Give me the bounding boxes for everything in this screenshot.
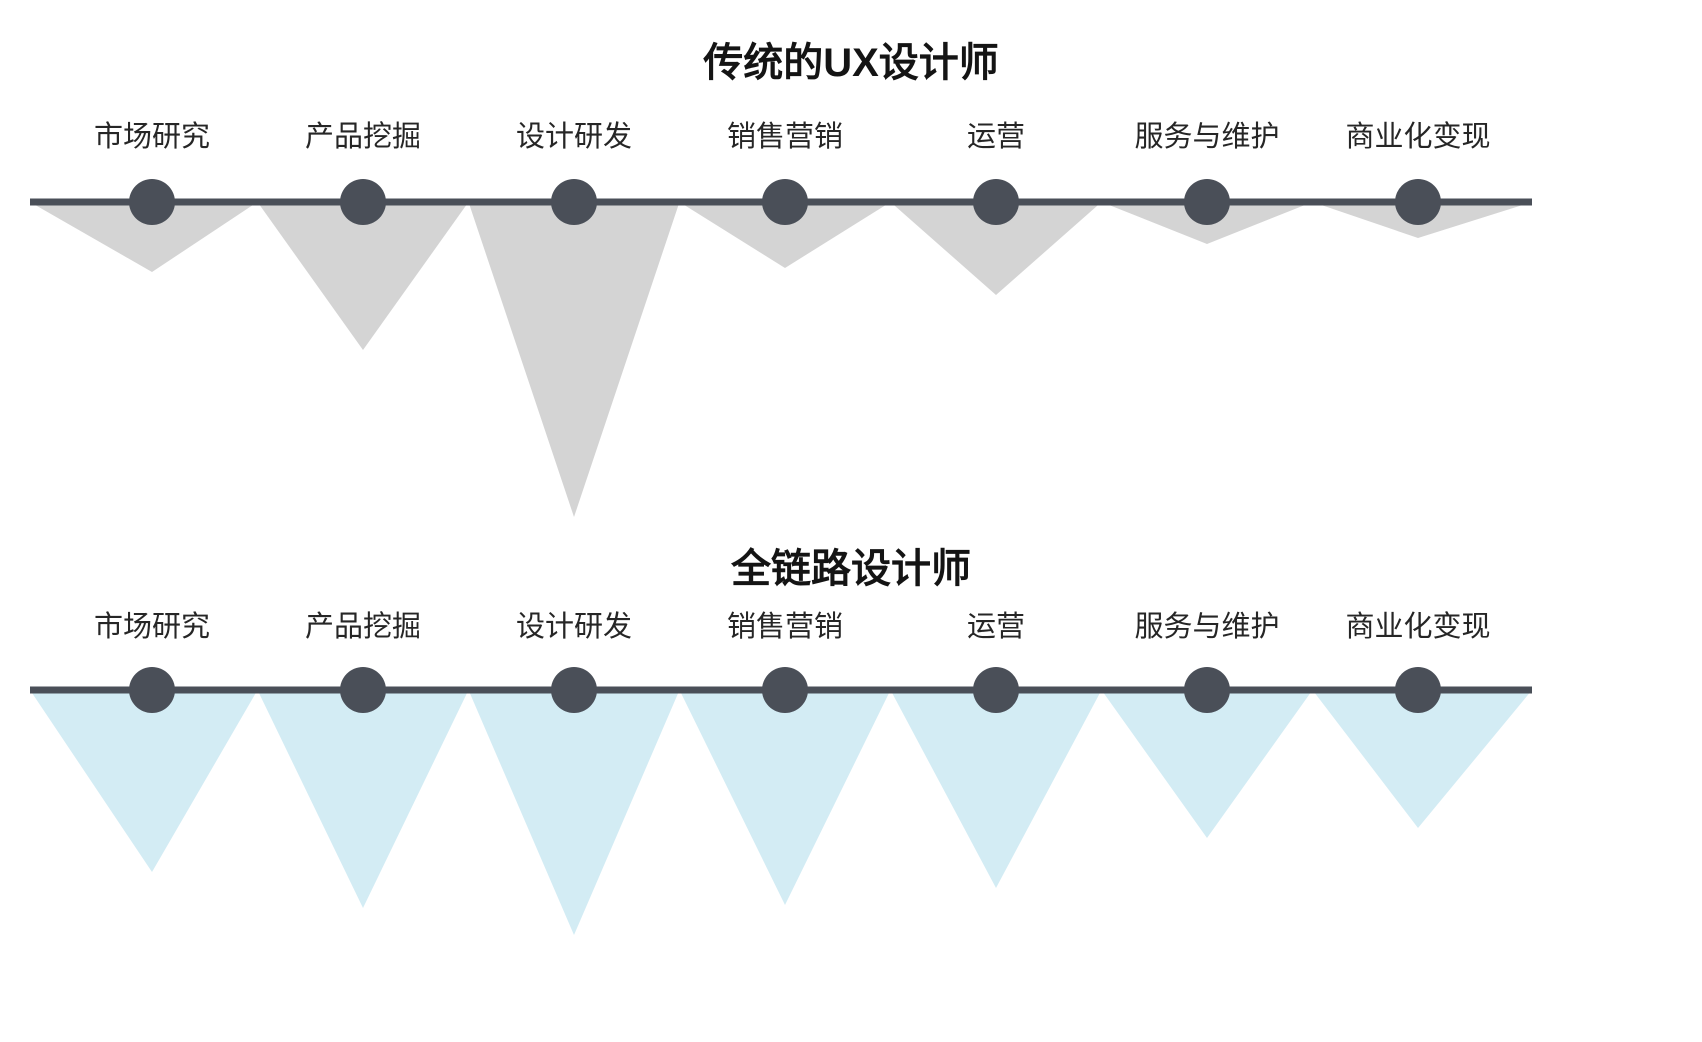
chart-traditional-ux: 市场研究 产品挖掘 设计研发 销售营销 运营 服务与维护 商业化变现 传统的UX设计师 xyxy=(0,0,1702,520)
stage-label-3: 设计研发 xyxy=(516,610,632,643)
stage-label-1: 市场研究 xyxy=(94,610,210,643)
stage-dot-5 xyxy=(973,179,1019,225)
stage-label-5: 运营 xyxy=(967,610,1025,643)
stage-dot-2 xyxy=(340,667,386,713)
stage-label-5: 运营 xyxy=(967,120,1025,153)
stage-dot-1 xyxy=(129,179,175,225)
stage-dot-3 xyxy=(551,179,597,225)
stage-dot-6 xyxy=(1184,179,1230,225)
stage-label-4: 销售营销 xyxy=(727,120,843,153)
full-chain-designer-involvement-area xyxy=(30,690,1532,935)
stage-dot-6 xyxy=(1184,667,1230,713)
chart-title-full-chain: 全链路设计师 xyxy=(731,547,971,591)
stage-label-2: 产品挖掘 xyxy=(305,120,421,153)
stage-label-6: 服务与维护 xyxy=(1134,610,1279,643)
stage-dot-2 xyxy=(340,179,386,225)
stage-dot-4 xyxy=(762,667,808,713)
chart-traditional-svg: 市场研究 产品挖掘 设计研发 销售营销 运营 服务与维护 商业化变现 xyxy=(30,120,1532,517)
stage-label-1: 市场研究 xyxy=(94,120,210,153)
chart-title-traditional: 传统的UX设计师 xyxy=(703,41,999,85)
stage-label-7: 商业化变现 xyxy=(1345,120,1490,153)
stage-dot-7 xyxy=(1395,667,1441,713)
stage-dot-3 xyxy=(551,667,597,713)
chart-full-chain-svg: 市场研究 产品挖掘 设计研发 销售营销 运营 服务与维护 商业化变现 xyxy=(30,610,1532,935)
stage-dot-4 xyxy=(762,179,808,225)
stage-dot-1 xyxy=(129,667,175,713)
stage-label-4: 销售营销 xyxy=(727,610,843,643)
stage-label-3: 设计研发 xyxy=(516,120,632,153)
stage-dot-7 xyxy=(1395,179,1441,225)
chart-full-chain: 市场研究 产品挖掘 设计研发 销售营销 运营 服务与维护 商业化变现 全链路设计师 xyxy=(0,520,1702,1042)
stage-dot-5 xyxy=(973,667,1019,713)
traditional-ux-designer-involvement-area xyxy=(30,202,1532,517)
stage-label-7: 商业化变现 xyxy=(1345,610,1490,643)
stage-label-2: 产品挖掘 xyxy=(305,610,421,643)
stage-label-6: 服务与维护 xyxy=(1134,120,1279,153)
